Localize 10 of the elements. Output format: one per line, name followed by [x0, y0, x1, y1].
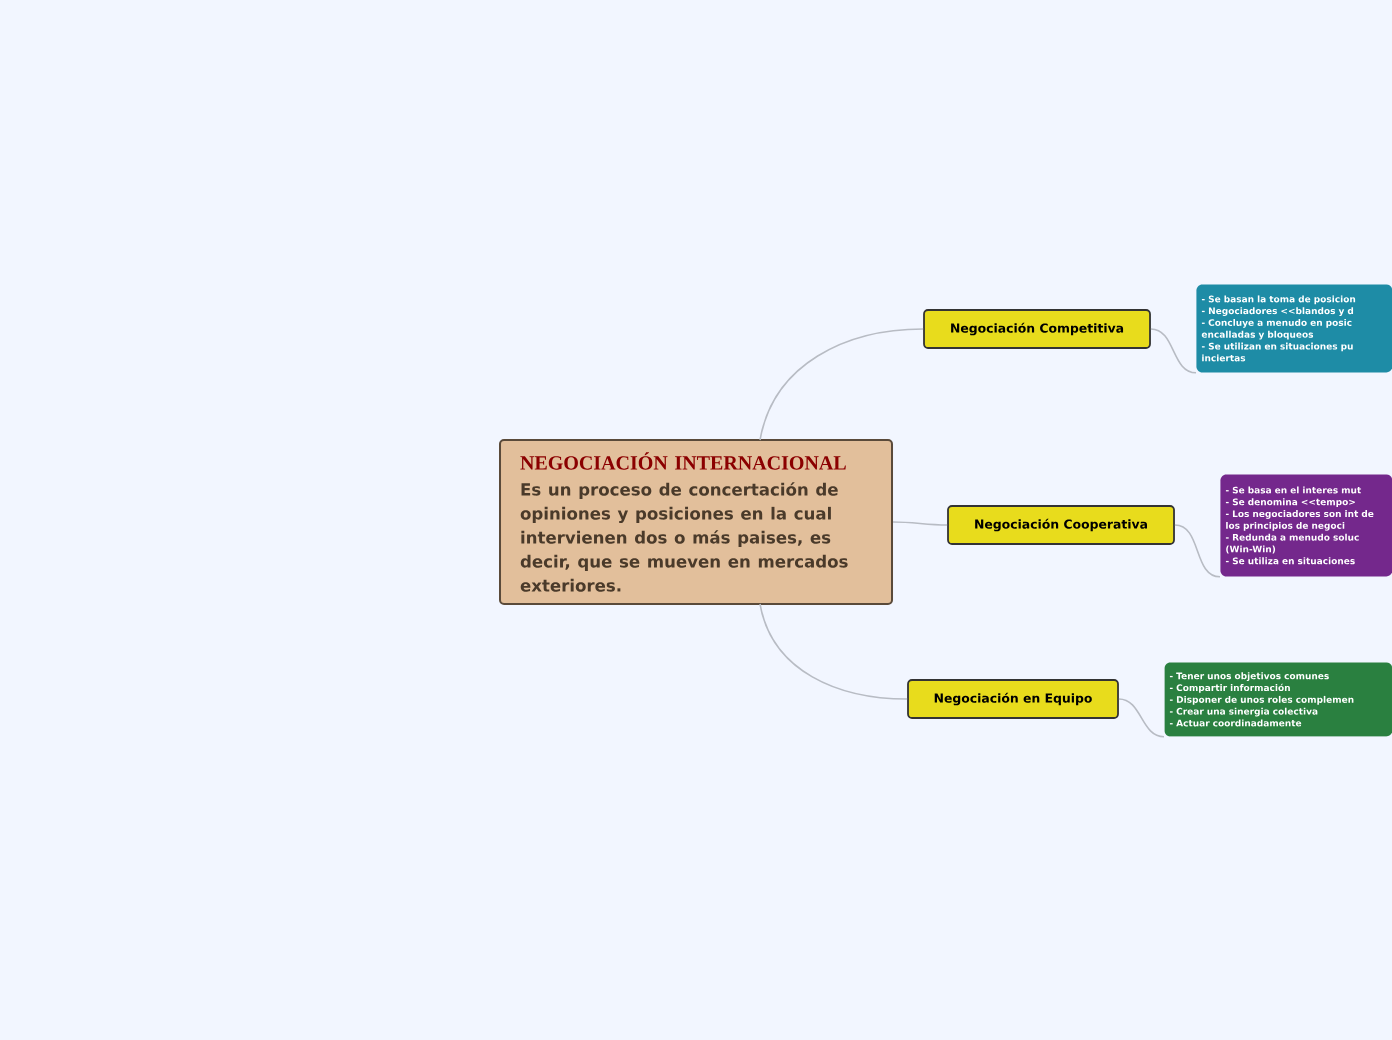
connector-line	[892, 521, 948, 526]
connector-line	[1118, 698, 1165, 738]
connector-line	[1150, 328, 1197, 374]
note-box	[1196, 284, 1392, 373]
note-box	[1164, 662, 1392, 737]
note-box	[1220, 474, 1392, 577]
connector-line	[759, 603, 908, 700]
connector-line	[1174, 524, 1221, 578]
connector-line	[759, 328, 924, 441]
topic-box: NEGOCIACIÓN INTERNACIONAL Es un proceso de concertación de opiniones y posiciones en la cual intervienen dos o más paises, es decir, que se mueven en mercados exteriores.	[499, 439, 893, 605]
